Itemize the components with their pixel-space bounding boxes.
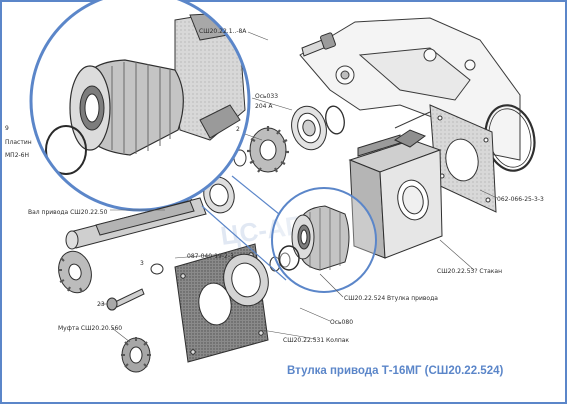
coupling-gear <box>121 337 151 373</box>
pin-bolt <box>106 288 145 311</box>
label-9: 9 <box>5 125 9 132</box>
label-top-plate: СШ20.22.1..-8А <box>199 28 247 35</box>
part-labels: СШ20.22.1..-8А Ось033 204 А 2 Пластин МП… <box>5 28 544 344</box>
gear-middle <box>247 126 289 173</box>
label-gasket-code: 062-066-25-3-3 <box>497 196 544 203</box>
leader-lines <box>100 31 498 343</box>
label-087: 087-040-19-2-3 <box>187 253 234 260</box>
label-axis-mid: Ось080 <box>330 319 353 326</box>
label-coupling: Муфта СШ20.20.560 <box>58 325 122 332</box>
label-cover: СШ20.22.531 Колпак <box>283 337 349 344</box>
label-shaft: Вал привода СШ20.22.50 <box>28 209 108 216</box>
label-23: 23 <box>97 301 105 308</box>
label-ring: СШ20.22.53? Стакан <box>437 268 502 275</box>
magnifier-large <box>29 0 251 212</box>
label-3: 3 <box>140 260 144 267</box>
circlip-top <box>325 105 345 135</box>
diagram-caption: Втулка привода Т-16МГ (СШ20.22.524) <box>287 365 503 377</box>
label-bushing: СШ20.22.524 Втулка привода <box>344 295 438 302</box>
label-mfp: МП2-6Н <box>5 152 29 159</box>
washer-small-2 <box>150 263 164 275</box>
drive-shaft <box>58 197 207 294</box>
cup-ring <box>223 253 269 307</box>
label-plate-left: Пластин <box>5 139 32 146</box>
bearing-top <box>291 105 327 151</box>
label-axis-top: Ось033 <box>255 93 278 100</box>
label-2: 2 <box>236 126 240 133</box>
top-bolt <box>301 32 336 57</box>
gasket-plate <box>429 104 497 213</box>
label-204a: 204 А <box>255 103 273 110</box>
magnifier-small <box>271 187 377 293</box>
magnifier-connectors <box>201 175 287 281</box>
